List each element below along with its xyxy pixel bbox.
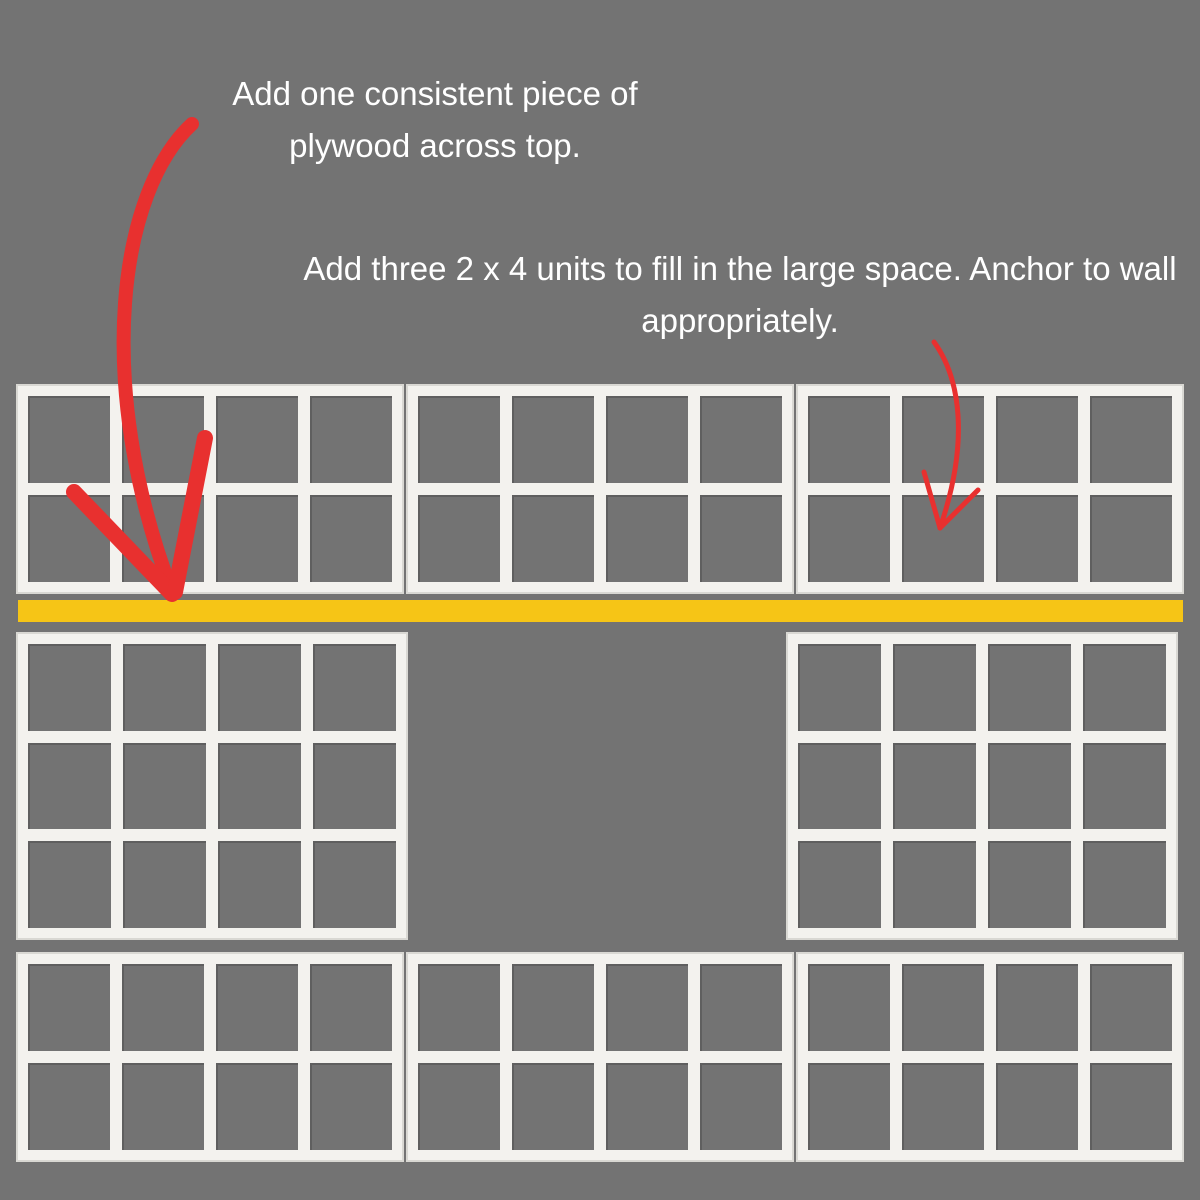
cube-cell xyxy=(988,644,1071,731)
cube-cell xyxy=(808,1063,890,1150)
cube-cell xyxy=(216,964,298,1051)
shelf-unit-bottom-1 xyxy=(16,952,404,1162)
cube-cell xyxy=(902,495,984,582)
cube-grid xyxy=(28,644,396,928)
shelf-unit-top-2 xyxy=(406,384,794,594)
cube-cell xyxy=(418,396,500,483)
cube-cell xyxy=(216,1063,298,1150)
cube-cell xyxy=(606,495,688,582)
cube-cell xyxy=(28,396,110,483)
shelf-unit-middle-left xyxy=(16,632,408,940)
cube-cell xyxy=(893,841,976,928)
cube-cell xyxy=(988,742,1071,830)
cube-cell xyxy=(996,1063,1078,1150)
cube-grid xyxy=(28,964,392,1150)
cube-cell xyxy=(798,841,881,928)
shelf-unit-bottom-3 xyxy=(796,952,1184,1162)
cube-grid xyxy=(418,964,782,1150)
cube-cell xyxy=(893,644,976,731)
cube-cell xyxy=(996,396,1078,483)
cube-cell xyxy=(808,964,890,1051)
cube-cell xyxy=(216,396,298,483)
cube-cell xyxy=(418,495,500,582)
cube-cell xyxy=(512,1063,594,1150)
cube-cell xyxy=(310,1063,392,1150)
cube-cell xyxy=(218,644,301,731)
cube-cell xyxy=(216,495,298,582)
cube-cell xyxy=(310,396,392,483)
cube-cell xyxy=(28,964,110,1051)
cube-cell xyxy=(218,841,301,928)
cube-cell xyxy=(512,495,594,582)
cube-cell xyxy=(418,1063,500,1150)
cube-cell xyxy=(310,495,392,582)
cube-cell xyxy=(122,396,204,483)
cube-cell xyxy=(28,644,111,731)
cube-cell xyxy=(28,1063,110,1150)
cube-grid xyxy=(808,396,1172,582)
cube-grid xyxy=(798,644,1166,928)
cube-cell xyxy=(123,841,206,928)
cube-cell xyxy=(1090,1063,1172,1150)
cube-cell xyxy=(700,495,782,582)
cube-cell xyxy=(122,495,204,582)
cube-cell xyxy=(512,964,594,1051)
cube-cell xyxy=(418,964,500,1051)
cube-cell xyxy=(123,644,206,731)
cube-cell xyxy=(512,396,594,483)
cube-grid xyxy=(28,396,392,582)
cube-cell xyxy=(798,644,881,731)
cube-cell xyxy=(123,742,206,830)
cube-cell xyxy=(808,495,890,582)
units-instruction: Add three 2 x 4 units to fill in the lar… xyxy=(303,250,1177,339)
shelf-unit-top-1 xyxy=(16,384,404,594)
cube-cell xyxy=(700,1063,782,1150)
cube-cell xyxy=(988,841,1071,928)
cube-cell xyxy=(902,1063,984,1150)
plywood-instruction: Add one consistent piece of plywood acro… xyxy=(232,75,638,164)
cube-grid xyxy=(808,964,1172,1150)
cube-cell xyxy=(996,964,1078,1051)
cube-cell xyxy=(1083,841,1166,928)
cube-cell xyxy=(28,495,110,582)
cube-cell xyxy=(606,396,688,483)
cube-cell xyxy=(700,964,782,1051)
cube-cell xyxy=(798,742,881,830)
cube-cell xyxy=(1090,396,1172,483)
cube-cell xyxy=(902,964,984,1051)
plywood-strip xyxy=(18,600,1183,622)
cube-cell xyxy=(606,1063,688,1150)
cube-cell xyxy=(1083,644,1166,731)
cube-cell xyxy=(893,742,976,830)
cube-cell xyxy=(1083,742,1166,830)
cube-cell xyxy=(700,396,782,483)
cube-cell xyxy=(1090,964,1172,1051)
cube-cell xyxy=(996,495,1078,582)
cube-cell xyxy=(902,396,984,483)
cube-cell xyxy=(122,1063,204,1150)
cube-cell xyxy=(313,742,396,830)
cube-cell xyxy=(313,644,396,731)
cube-cell xyxy=(218,742,301,830)
shelf-unit-top-3 xyxy=(796,384,1184,594)
shelf-unit-middle-right xyxy=(786,632,1178,940)
cube-cell xyxy=(310,964,392,1051)
cube-cell xyxy=(1090,495,1172,582)
cube-grid xyxy=(418,396,782,582)
shelf-unit-bottom-2 xyxy=(406,952,794,1162)
cube-cell xyxy=(28,742,111,830)
cube-cell xyxy=(606,964,688,1051)
cube-cell xyxy=(122,964,204,1051)
cube-cell xyxy=(808,396,890,483)
cube-cell xyxy=(28,841,111,928)
cube-cell xyxy=(313,841,396,928)
